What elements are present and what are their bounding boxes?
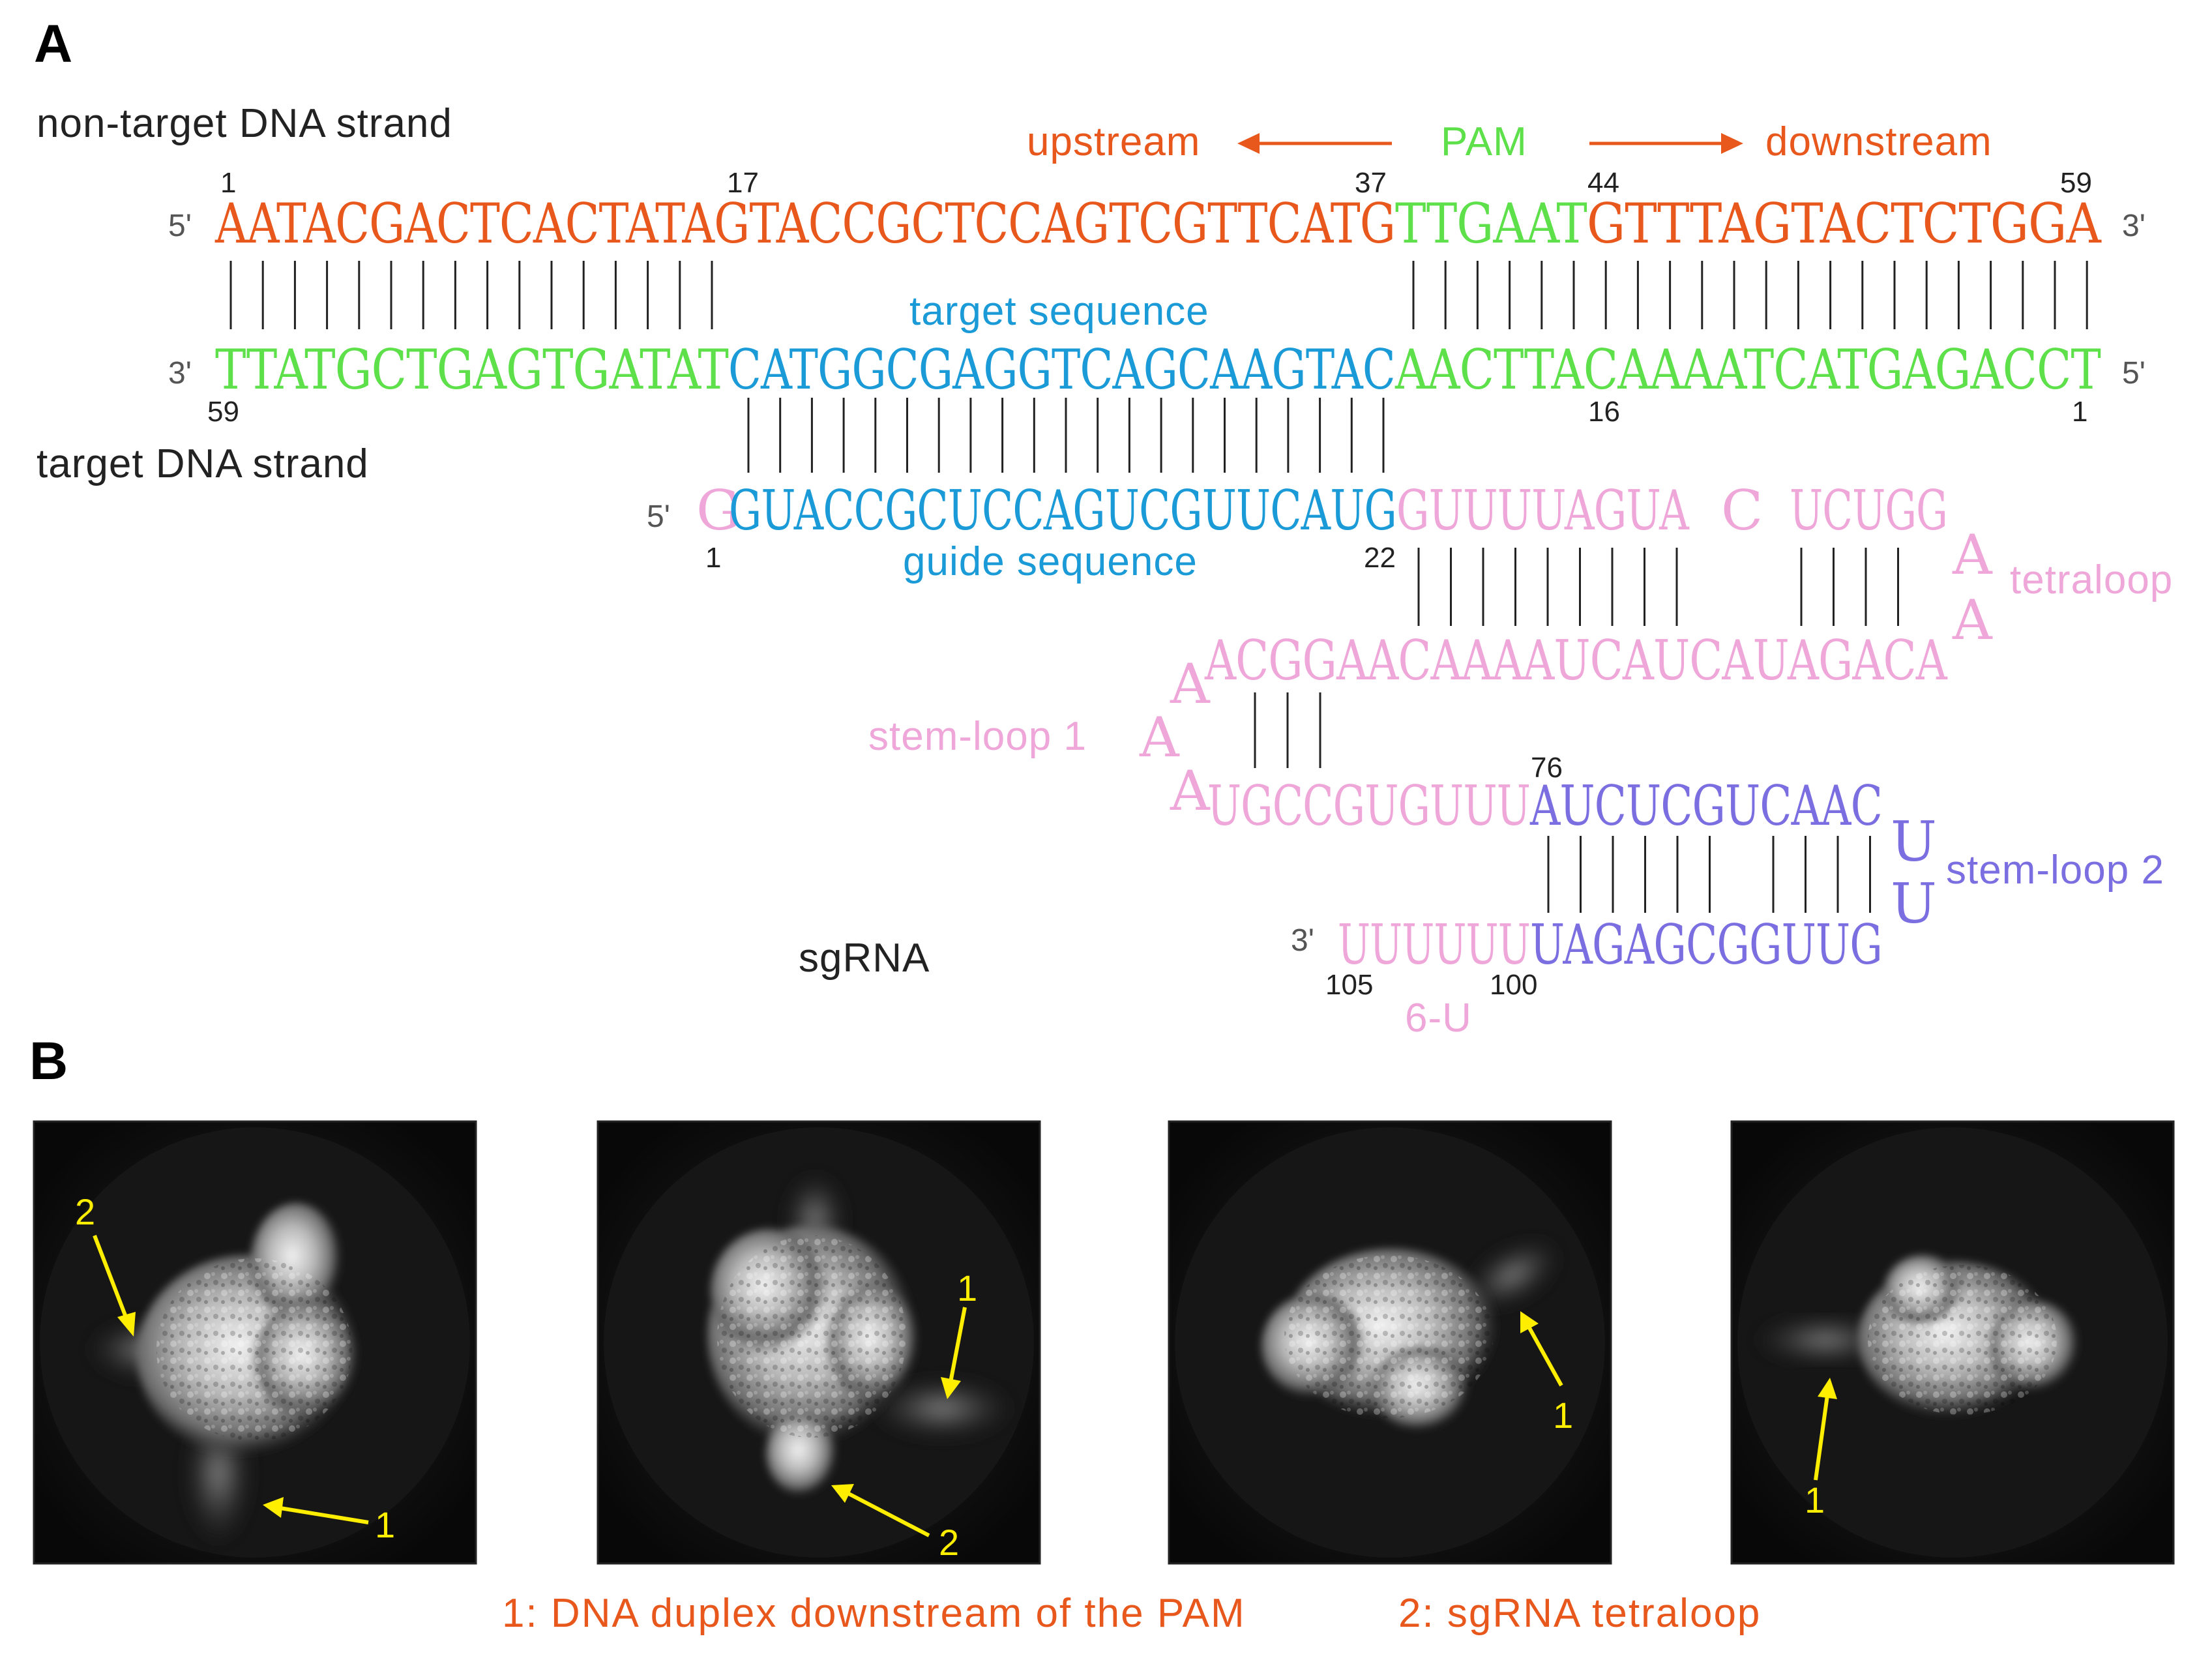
target-strand-label: target DNA strand [37, 441, 369, 486]
sgrna-repeat-top-end: UCUGG [1790, 479, 1947, 542]
class-average-4 [1730, 1120, 2175, 1565]
arrow-m4-label-1: 1 [1805, 1479, 1825, 1520]
sgrna-anti-repeat: ACGGAACAAAAUCAUCAUAGACA [1204, 629, 1948, 692]
top-pos-44: 44 [1587, 167, 1619, 199]
stem-loop-2-u1: U [1891, 810, 1936, 874]
sgrna-stem2-bottom: UAGAGCGGUUG [1530, 913, 1882, 977]
arrow-m3-1 [1520, 1311, 1563, 1387]
top-pos-17: 17 [727, 167, 759, 199]
top-seq-pam: TTGAAT [1395, 192, 1587, 256]
upstream-arrow [1237, 133, 1392, 154]
repeat-antirepeat-bonds [1417, 548, 1899, 626]
top-pos-37: 37 [1355, 167, 1387, 199]
caption-1: 1: DNA duplex downstream of the PAM [502, 1591, 1246, 1636]
stem-loop-1-bonds [1254, 692, 1321, 768]
class-average-2 [597, 1120, 1041, 1565]
stem-loop-1-label: stem-loop 1 [868, 714, 1087, 759]
sgrna-repeat-top: GUUUUAGUA [1396, 479, 1690, 542]
sgrna-pos-22: 22 [1364, 542, 1396, 574]
arrow-m1-1 [263, 1497, 369, 1524]
upstream-label: upstream [1027, 119, 1200, 164]
arrow-m1-label-2: 2 [75, 1191, 95, 1232]
guide-sequence-label: guide sequence [903, 539, 1198, 584]
arrow-m3-label-1: 1 [1553, 1395, 1573, 1436]
top-seq-downstream: GTTTAGTACTCTGGA [1587, 192, 2102, 256]
arrow-m1-label-1: 1 [375, 1504, 395, 1545]
class-average-1 [33, 1120, 477, 1565]
tetraloop-label: tetraloop [2010, 557, 2173, 602]
arrow-m2-1 [941, 1307, 967, 1399]
panel-a-letter: A [34, 14, 72, 74]
top-five-prime: 5' [168, 209, 192, 243]
sgrna-pos-100: 100 [1490, 969, 1537, 1001]
top-seq-upstream: AATACGACTCACTATAGTACCGCTCCAGTCGTTCATG [214, 192, 1395, 256]
top-pos-59: 59 [2060, 167, 2092, 199]
stem-loop-2-bonds [1547, 836, 1871, 913]
arrow-m4-1 [1814, 1378, 1837, 1481]
arrow-m2-2 [831, 1484, 930, 1537]
bottom-five-prime: 5' [2122, 356, 2146, 391]
sgrna-stem2-top: AUCUCGUCAAC [1529, 774, 1882, 838]
six-u-label: 6-U [1405, 996, 1472, 1041]
sgrna-pos-76: 76 [1531, 752, 1563, 784]
bottom-three-prime: 3' [168, 356, 192, 391]
sgrna-pos-105: 105 [1325, 969, 1373, 1001]
sgrna-five-prime: 5' [647, 499, 670, 534]
class-average-3 [1168, 1120, 1612, 1565]
top-three-prime: 3' [2122, 209, 2146, 243]
stem-loop-1-a2: A [1139, 705, 1180, 769]
bottom-seq-left: TTATGCTGAGTGATAT [215, 338, 729, 402]
sgrna-guide: GUACCGCUCCAGUCGUUCAUG [729, 479, 1396, 542]
dna-basepair-bonds [229, 261, 2088, 329]
downstream-arrow [1589, 133, 1743, 154]
non-target-strand-label: non-target DNA strand [37, 101, 452, 146]
panel-b-letter: B [29, 1031, 68, 1091]
sgrna-pos-1: 1 [705, 542, 721, 574]
arrow-m2-label-2: 2 [939, 1522, 959, 1563]
tetraloop-a1: A [1952, 523, 1993, 587]
bottom-seq-right: AACTTACAAAATCATGAGACCT [1394, 338, 2101, 402]
sgrna-tail: UUUUUU [1338, 913, 1530, 977]
guide-basepair-bonds [747, 398, 1385, 473]
stem-loop-2-u2: U [1891, 872, 1936, 936]
stem-loop-2-label: stem-loop 2 [1946, 848, 2164, 893]
sgrna-three-prime: 3' [1291, 923, 1314, 958]
top-pos-1: 1 [220, 167, 236, 199]
stem-loop-1-a1: A [1170, 652, 1211, 716]
downstream-label: downstream [1765, 119, 1992, 164]
arrow-m1-2 [93, 1234, 136, 1337]
target-sequence-label: target sequence [909, 289, 1209, 334]
pam-label: PAM [1441, 119, 1527, 164]
sgrna-repeat-top-c: C [1721, 479, 1762, 542]
sgrna-label: sgRNA [799, 936, 930, 981]
bottom-pos-16: 16 [1588, 396, 1620, 428]
bottom-pos-59: 59 [207, 396, 239, 428]
bottom-seq-target: CATGGCGAGGTCAGCAAGTAC [728, 338, 1395, 402]
caption-2: 2: sgRNA tetraloop [1398, 1591, 1761, 1636]
sgrna-g-extra: G [696, 479, 739, 542]
tetraloop-a2: A [1952, 588, 1993, 652]
stem-loop-1-a3: A [1170, 759, 1211, 823]
arrow-m2-label-1: 1 [957, 1267, 977, 1309]
bottom-pos-1: 1 [2072, 396, 2087, 428]
sgrna-linker: UGCCGUGUUU [1207, 774, 1530, 838]
